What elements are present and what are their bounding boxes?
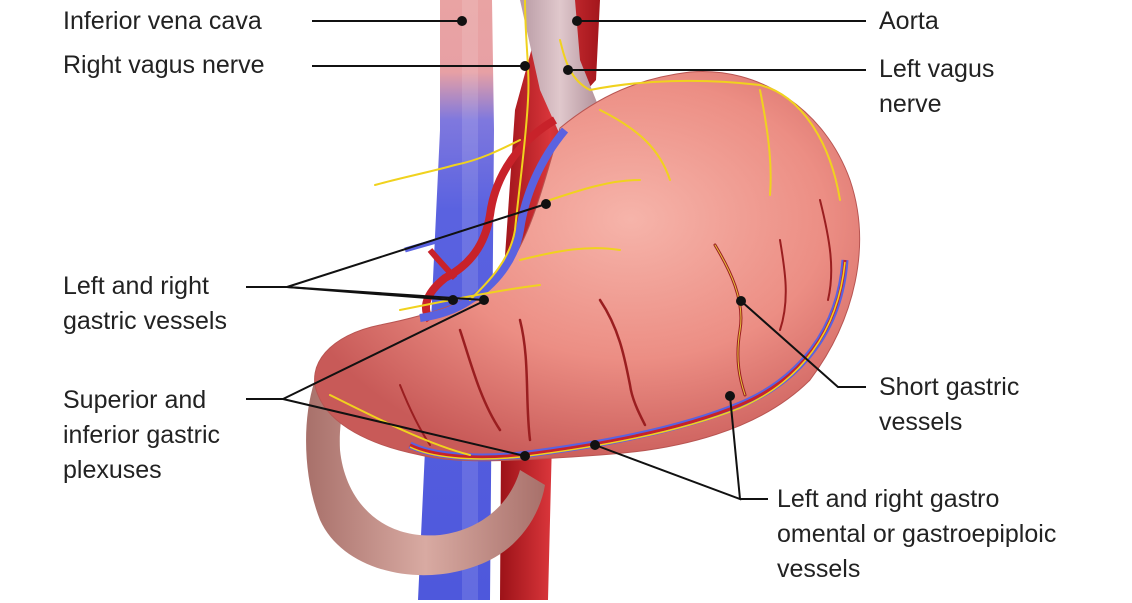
dot-gastric-3	[479, 295, 489, 305]
dot-left-vagus	[563, 65, 573, 75]
dot-gastro-omental-1	[590, 440, 600, 450]
label-gastric-vessels: Left and right gastric vessels	[63, 272, 227, 335]
gastric-branch-vessels	[399, 199, 833, 446]
dot-short-gastric	[736, 296, 746, 306]
label-aorta: Aorta	[879, 7, 939, 35]
label-gastric-plexuses: Superior and inferior gastric plexuses	[63, 386, 220, 484]
label-right-vagus-nerve: Right vagus nerve	[63, 51, 265, 79]
stomach	[314, 70, 860, 462]
dot-gastric-2	[448, 295, 458, 305]
dot-right-vagus	[520, 61, 530, 71]
leader-dots	[448, 16, 746, 461]
duodenum	[306, 350, 545, 576]
dot-aorta	[572, 16, 582, 26]
label-inferior-vena-cava: Inferior vena cava	[63, 7, 262, 35]
dot-gastric-1	[541, 199, 551, 209]
dot-ivc	[457, 16, 467, 26]
label-gastro-omental-vessels: Left and right gastro omental or gastroe…	[777, 485, 1057, 583]
vagus-nerve-network	[329, 0, 841, 456]
dot-plexus	[520, 451, 530, 461]
dot-gastro-omental-2	[725, 391, 735, 401]
label-short-gastric-vessels: Short gastric vessels	[879, 373, 1020, 436]
esophagus	[520, 0, 600, 135]
leader-short-gastric	[740, 300, 866, 388]
left-gastric-artery	[422, 116, 558, 323]
label-left-vagus-nerve: Left vagus nerve	[879, 55, 995, 118]
left-gastric-vein	[419, 127, 569, 322]
